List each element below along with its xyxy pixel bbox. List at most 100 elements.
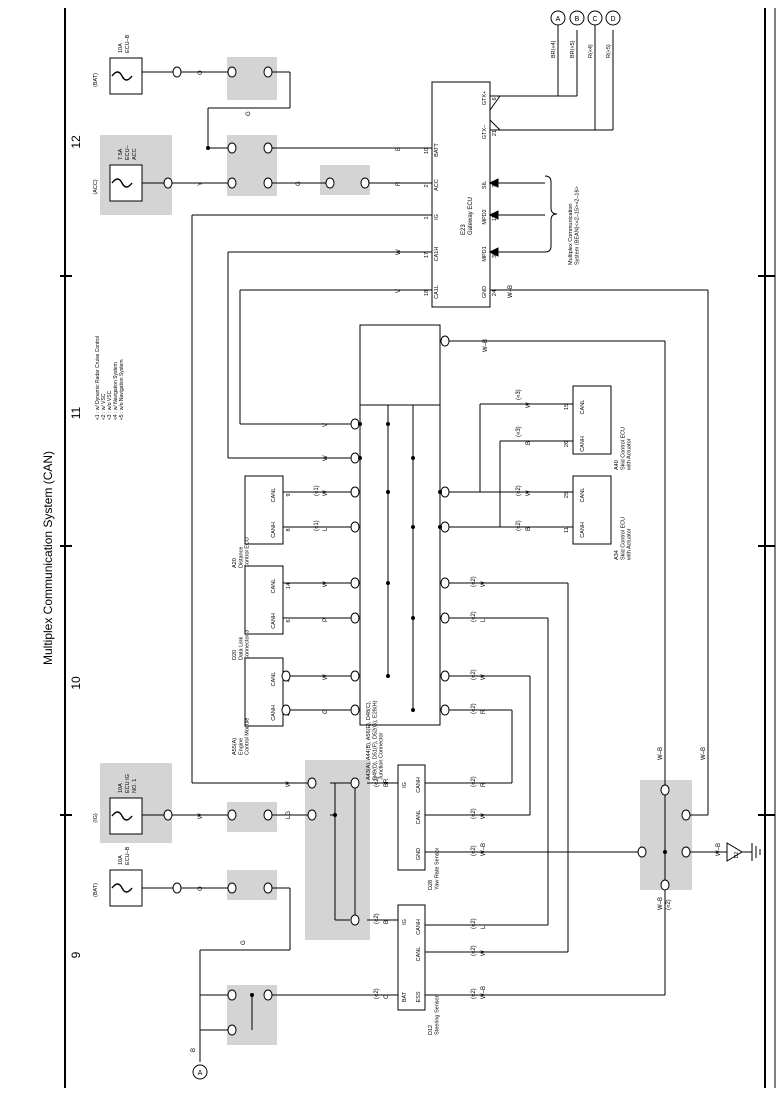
wire-label: W bbox=[286, 781, 292, 787]
wire-label: W–B bbox=[658, 747, 664, 760]
gateway-pin-num: 1 bbox=[424, 216, 430, 219]
wire-tag: («1) bbox=[314, 520, 320, 531]
ecu-pin-label: CANH bbox=[580, 522, 586, 538]
legend-item: «4 : w/ Navigation System bbox=[113, 362, 119, 420]
junction-dots bbox=[206, 146, 667, 997]
ecu-pin-label: CANH bbox=[271, 705, 277, 721]
wire-label: Y bbox=[198, 182, 204, 186]
connector-wire: R(«4) bbox=[588, 44, 594, 58]
gateway-pin-num: 21 bbox=[492, 130, 498, 136]
wire-tag: («2) bbox=[516, 485, 522, 496]
wire-tag: («2) bbox=[666, 899, 672, 910]
ground-symbol bbox=[726, 842, 761, 862]
connector-letter: D bbox=[610, 16, 615, 23]
fuse-acc-name: 7.5AECU–ACC bbox=[118, 144, 138, 160]
wire-label: P bbox=[323, 618, 329, 622]
wire-label: B bbox=[526, 527, 532, 531]
wire-label: BR bbox=[384, 778, 390, 787]
ecu-pin-num: 26 bbox=[564, 441, 570, 447]
bottom-connector bbox=[192, 1064, 208, 1080]
data-link-connector: CANL CANH 14 6 D20Data LinkConnector 3 bbox=[232, 565, 292, 660]
wire-label: R bbox=[481, 782, 487, 787]
wire-label: LG bbox=[286, 811, 292, 819]
bean-label: Multiplex CommunicationSystem (BEAN)<«2–… bbox=[568, 186, 580, 265]
ecu-pin-label: ESS bbox=[416, 991, 422, 1002]
wire-label: W bbox=[526, 402, 532, 408]
ecu-name: D20Data LinkConnector 3 bbox=[232, 630, 251, 660]
gateway-pin: SIL bbox=[482, 181, 488, 189]
wire-tag: («2) bbox=[471, 576, 477, 587]
wire-label: R bbox=[481, 709, 487, 714]
gateway-pin: GTX+ bbox=[482, 91, 488, 106]
wire-label: W bbox=[481, 581, 487, 587]
section-number: 12 bbox=[69, 135, 83, 149]
wire-tag: («2) bbox=[374, 913, 380, 924]
wire-tag: («2) bbox=[471, 845, 477, 856]
wire-label: G bbox=[296, 181, 302, 186]
gateway-pin: ACC bbox=[434, 179, 440, 191]
ecu-pin-label: GND bbox=[416, 848, 422, 860]
wire-label: G bbox=[323, 709, 329, 714]
wire-label: L bbox=[323, 527, 329, 531]
section-number: 10 bbox=[69, 676, 83, 690]
ecu-pin-label: CANH bbox=[416, 777, 422, 793]
ecu-pin-label: CANL bbox=[416, 947, 422, 962]
fuse-labels: (BAT) 10AECU–B (ACC) 7.5AECU–ACC (IG) 10… bbox=[93, 34, 138, 897]
wire-label: W bbox=[323, 674, 329, 680]
connector-wire: BR(«4) bbox=[551, 40, 557, 58]
gateway-pin: MPD1 bbox=[482, 246, 488, 261]
ecu-pin-label: CANL bbox=[416, 810, 422, 825]
bean-bus bbox=[488, 175, 558, 257]
wire-label: L bbox=[481, 925, 487, 929]
fuses bbox=[109, 57, 143, 907]
ecu-name: A40Skid Control ECUwith Actuator bbox=[614, 427, 633, 471]
gateway-pin-num: 6 bbox=[492, 97, 498, 100]
ecu-name: D12Steering Sensor bbox=[428, 995, 440, 1035]
connector-letter: A bbox=[556, 16, 561, 23]
gateway-ecu: E23Gateway ECU BATT 10 ACC 2 IG 1 CA1H 1… bbox=[424, 81, 498, 308]
ecu-pin-num: 14 bbox=[286, 583, 292, 589]
junction-name: A43(A), A44(B), A56(E), D48(C),D49(D), D… bbox=[366, 700, 385, 780]
yaw-rate-sensor: IG CANH CANL GND D28Yaw Rate Sensor bbox=[397, 764, 440, 890]
ecu-pin-label: CANL bbox=[580, 400, 586, 415]
wire-label: B bbox=[191, 1048, 197, 1052]
connector-letter: C bbox=[592, 16, 597, 23]
connector-nodes bbox=[163, 66, 691, 1036]
ecu-pin-label: BAT bbox=[402, 991, 408, 1002]
wire-tag: («2) bbox=[471, 703, 477, 714]
ground-label: D2 bbox=[734, 852, 740, 859]
connector-wire: BR(«5) bbox=[570, 40, 576, 58]
section-number: 9 bbox=[69, 951, 83, 958]
wire-label: V bbox=[396, 289, 402, 293]
steering-sensor: IG CANH CANL BAT ESS D12Steering Sensor bbox=[397, 904, 440, 1035]
ecu-pin-label: CANL bbox=[271, 579, 277, 594]
wire-tag: («2) bbox=[471, 945, 477, 956]
gateway-pin: BATT bbox=[434, 143, 440, 157]
ecu-pin-label: CANH bbox=[271, 613, 277, 629]
wire-label: W–B bbox=[481, 986, 487, 999]
wire-label: W bbox=[396, 249, 402, 255]
ecu-pin-label: IG bbox=[402, 919, 408, 925]
legend-item: «2 : w/ VSC bbox=[101, 393, 107, 420]
skid-control-ecu-a40: CANL CANH 15 26 A40Skid Control ECUwith … bbox=[564, 385, 633, 471]
wire-tag: («2) bbox=[471, 669, 477, 680]
diagram-title: Multiplex Communication System (CAN) bbox=[41, 451, 55, 665]
fuse-bat-bottom-name: 10AECU–B bbox=[118, 846, 131, 865]
fuse-bat-top-name: 10AECU–B bbox=[118, 34, 131, 53]
legend-item: «5 : w/o Navigation System bbox=[119, 359, 125, 420]
wire-tag: («2) bbox=[471, 988, 477, 999]
wire-label: B bbox=[396, 147, 402, 151]
ecu-pin-label: CANH bbox=[416, 919, 422, 935]
legend: «1 : w/ Dynamic Radar Cruise Control «2 … bbox=[95, 336, 125, 420]
fuse-ig-name: 10AECU IGNO. 1 bbox=[118, 774, 138, 793]
ecu-name: A55(A)EngineControl Module bbox=[232, 718, 251, 755]
connector-letter: B bbox=[575, 16, 580, 23]
ecu-pin-num: 6 bbox=[286, 619, 292, 622]
gateway-pin: IG bbox=[434, 214, 440, 220]
wire-label: L bbox=[481, 618, 487, 622]
wire-label: W bbox=[323, 490, 329, 496]
ecu-pin-label: CANH bbox=[580, 436, 586, 452]
wire-label: W bbox=[481, 813, 487, 819]
connector-wire: R(«5) bbox=[606, 44, 612, 58]
